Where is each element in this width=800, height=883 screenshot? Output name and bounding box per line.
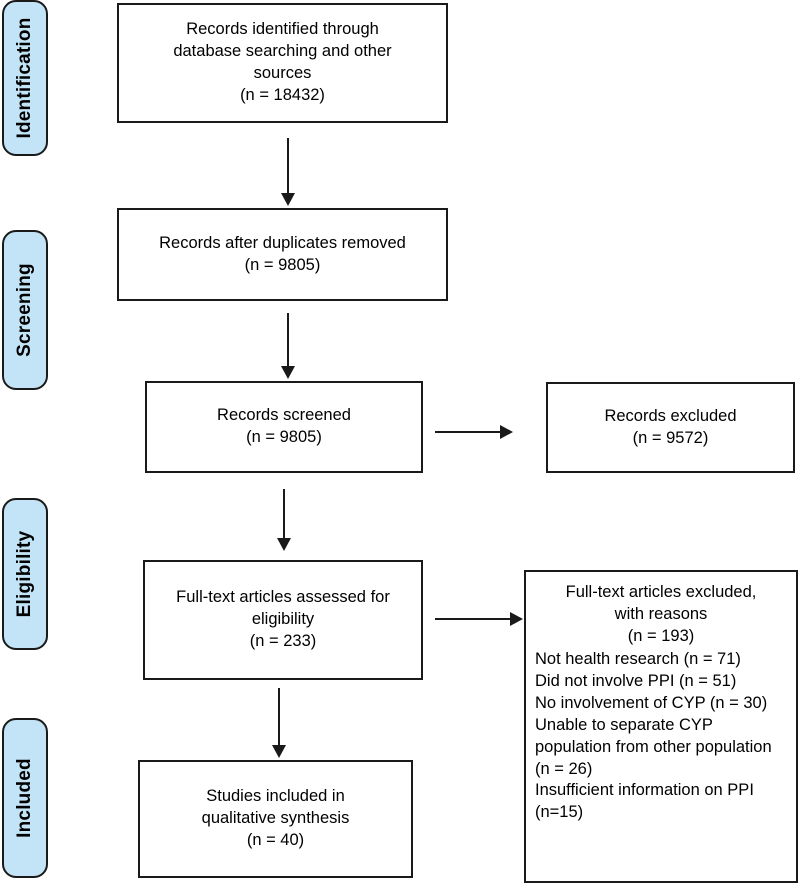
box-fulltext-assessed-text: Full-text articles assessed for eligibil… (176, 588, 390, 650)
box-records-identified-text: Records identified through database sear… (173, 20, 392, 104)
box-records-excluded-text: Records excluded (n = 9572) (604, 406, 737, 447)
reason-item: Not health research (n = 71) (535, 649, 741, 668)
reason-item: Unable to separate CYP population from o… (535, 715, 772, 778)
box-records-screened: Records screened (n = 9805) (145, 381, 423, 473)
arrow-head (281, 193, 295, 206)
arrow-shaft (287, 313, 289, 366)
box-records-screened-text: Records screened (n = 9805) (217, 406, 351, 446)
arrow-head (281, 366, 295, 379)
arrow-head (510, 612, 523, 626)
stage-label-identification: Identification (14, 17, 35, 139)
box-records-after-duplicates: Records after duplicates removed (n = 98… (117, 208, 448, 301)
arrow-head (500, 425, 513, 439)
stage-label-eligibility: Eligibility (14, 530, 35, 618)
box-records-excluded: Records excluded (n = 9572) (546, 382, 795, 473)
fulltext-excluded-reason-list: Not health research (n = 71) Did not inv… (535, 649, 787, 825)
reason-item: Did not involve PPI (n = 51) (535, 671, 737, 690)
arrow-shaft (287, 138, 289, 193)
arrow-identified-to-duplicates (280, 138, 296, 206)
stage-pill-eligibility: Eligibility (2, 498, 48, 650)
arrow-duplicates-to-screened (280, 313, 296, 379)
arrow-fulltext-to-excluded-reasons (435, 611, 523, 627)
reason-item: No involvement of CYP (n = 30) (535, 693, 768, 712)
arrow-fulltext-to-included (271, 688, 287, 758)
arrow-head (277, 538, 291, 551)
stage-pill-screening: Screening (2, 230, 48, 390)
arrow-screened-to-fulltext (276, 489, 292, 551)
box-fulltext-assessed: Full-text articles assessed for eligibil… (143, 560, 423, 680)
box-studies-included-text: Studies included in qualitative synthesi… (201, 787, 350, 849)
stage-label-included: Included (14, 758, 35, 838)
box-fulltext-excluded-reasons: Full-text articles excluded, with reason… (524, 570, 798, 883)
box-studies-included: Studies included in qualitative synthesi… (138, 760, 413, 878)
arrow-shaft (283, 489, 285, 538)
reason-item: Insufficient information on PPI (n=15) (535, 781, 754, 822)
arrow-shaft (278, 688, 280, 745)
stage-pill-identification: Identification (2, 0, 48, 156)
arrow-screened-to-excluded (435, 424, 513, 440)
stage-pill-included: Included (2, 718, 48, 878)
arrow-shaft (435, 618, 511, 620)
fulltext-excluded-heading: Full-text articles excluded, with reason… (565, 583, 757, 645)
stage-label-screening: Screening (14, 263, 35, 357)
box-records-identified: Records identified through database sear… (117, 3, 448, 123)
box-records-after-duplicates-text: Records after duplicates removed (n = 98… (159, 233, 406, 274)
arrow-shaft (435, 431, 501, 433)
arrow-head (272, 745, 286, 758)
